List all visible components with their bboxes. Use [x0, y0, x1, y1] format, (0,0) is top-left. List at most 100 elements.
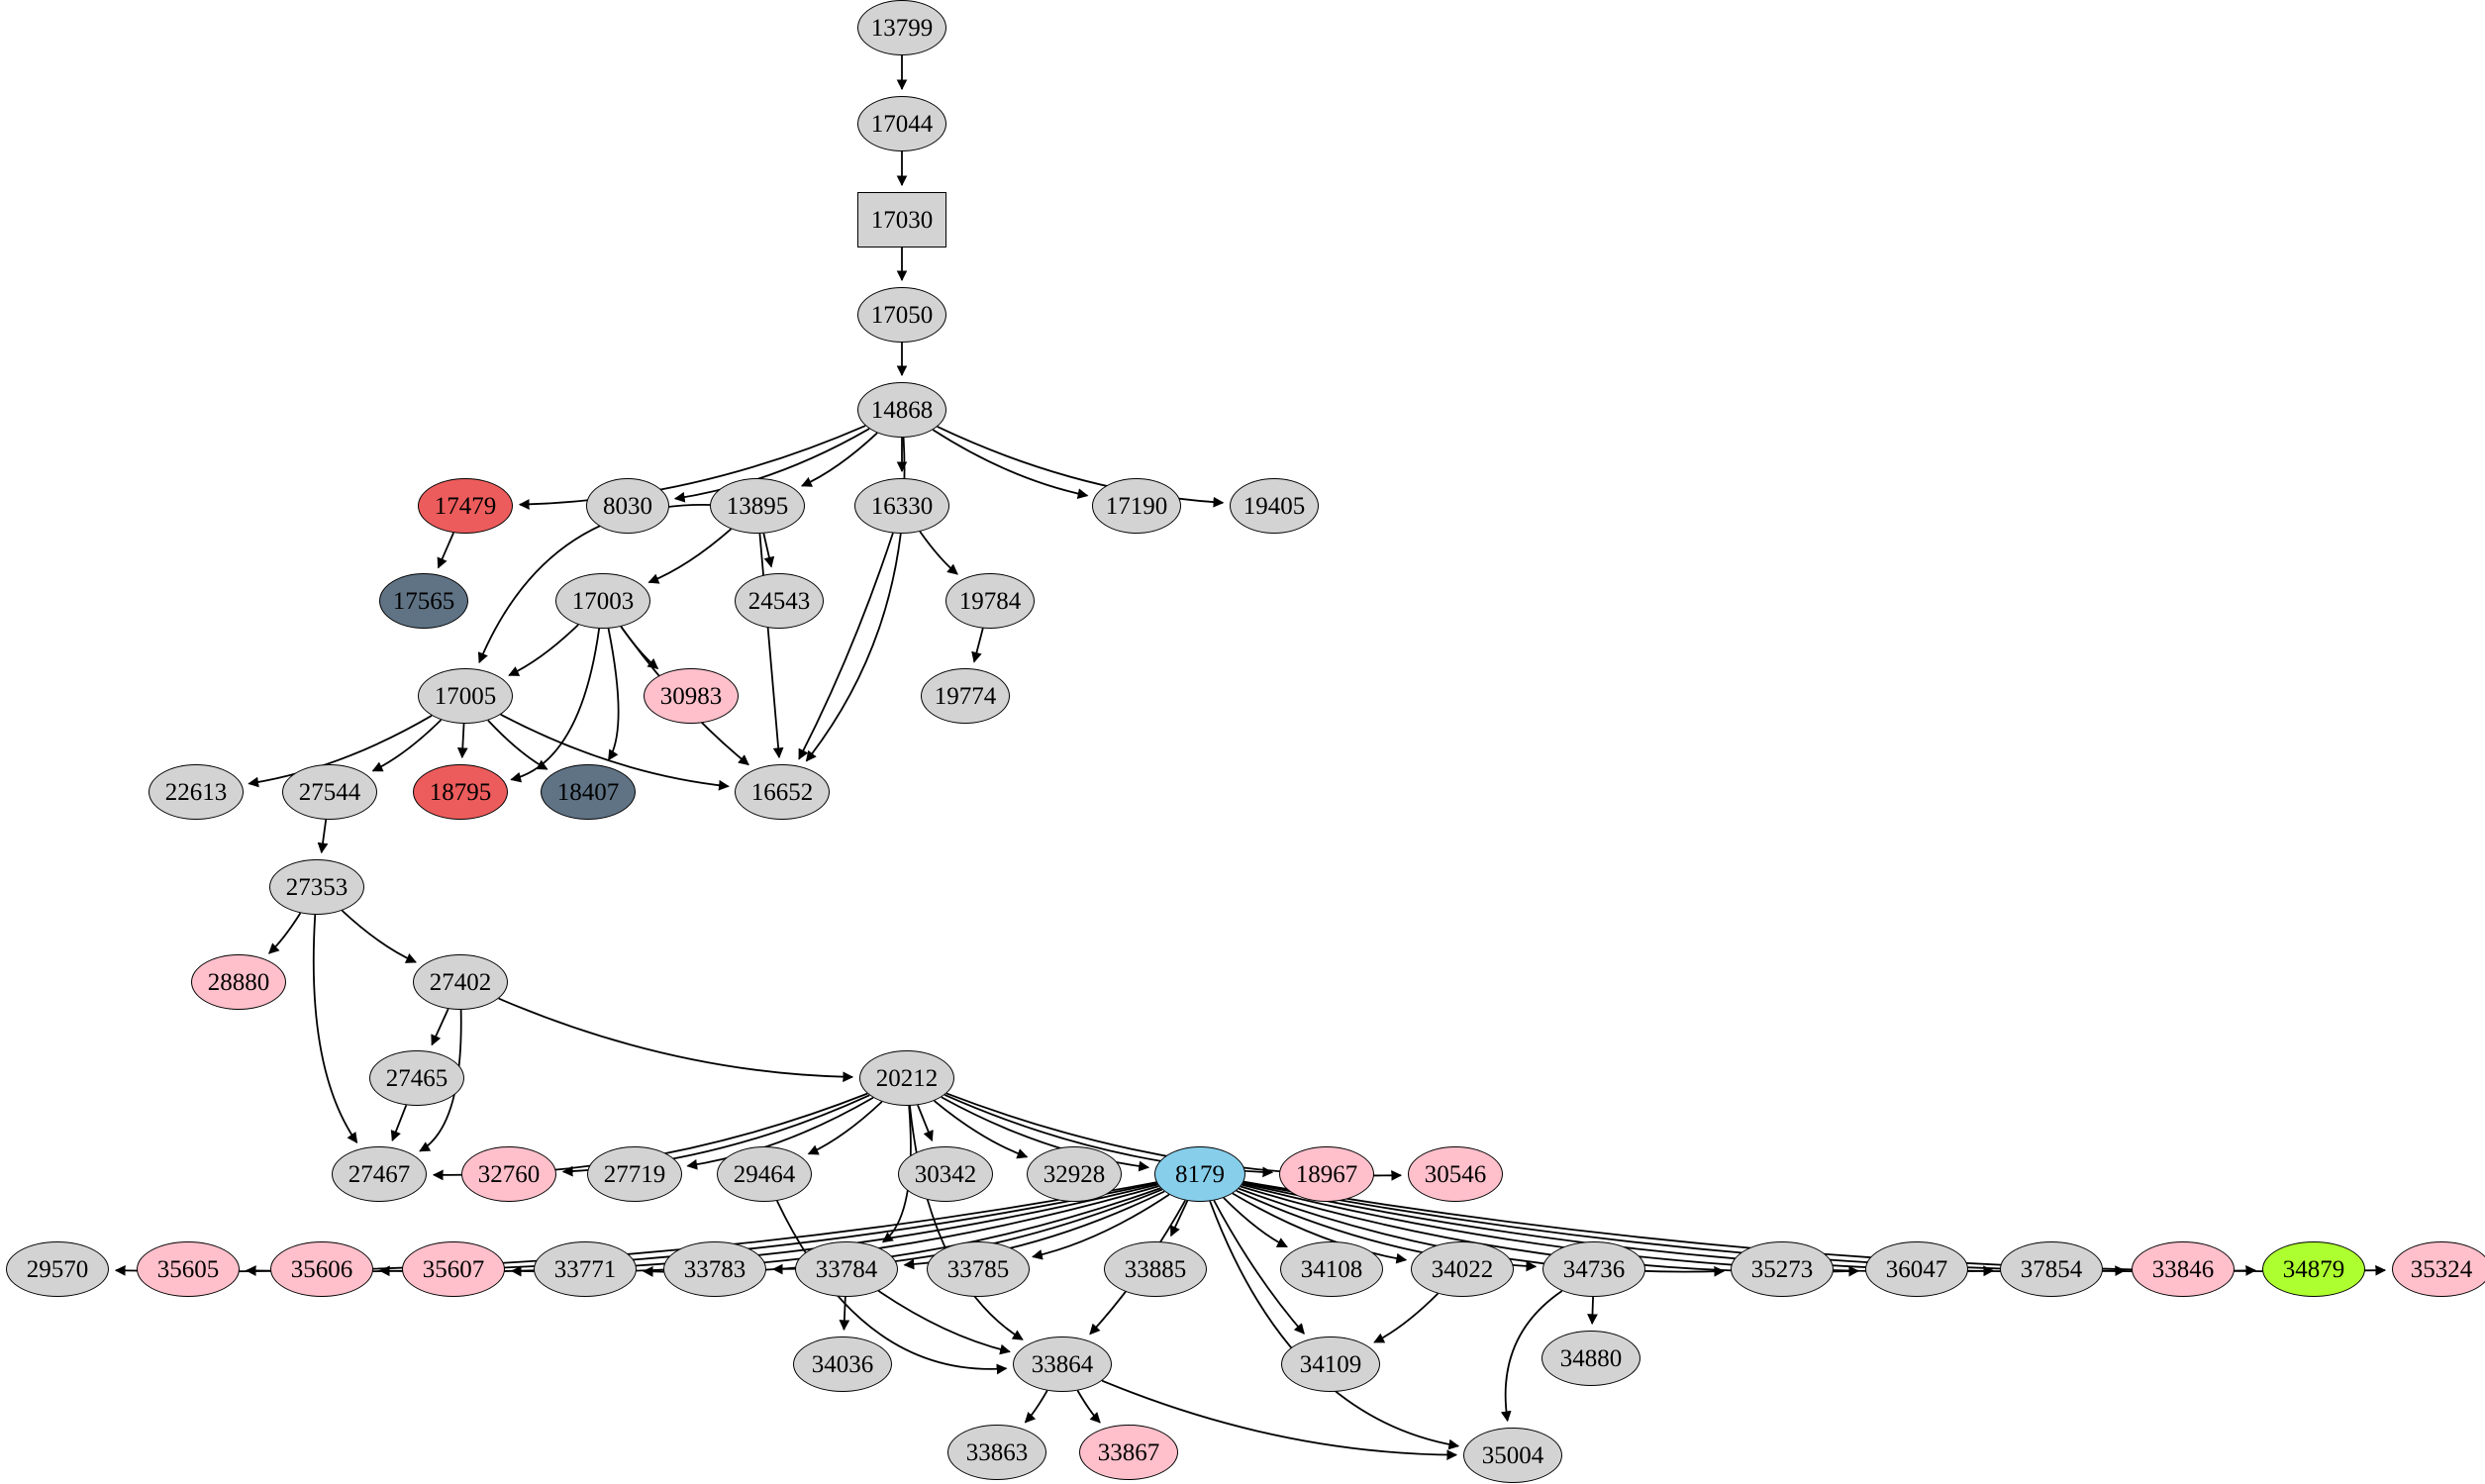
- graph-node-13799[interactable]: 13799: [857, 0, 946, 55]
- graph-node-17190[interactable]: 17190: [1092, 478, 1181, 534]
- graph-node-33784[interactable]: 33784: [795, 1241, 898, 1297]
- graph-node-17044[interactable]: 17044: [857, 96, 946, 151]
- graph-node-label: 27402: [429, 968, 492, 996]
- graph-node-label: 27544: [298, 778, 361, 806]
- graph-node-17050[interactable]: 17050: [857, 287, 946, 343]
- graph-node-33846[interactable]: 33846: [2132, 1241, 2235, 1297]
- graph-node-17565[interactable]: 17565: [379, 573, 468, 629]
- graph-node-label: 30546: [1424, 1160, 1487, 1188]
- graph-node-33785[interactable]: 33785: [927, 1241, 1030, 1297]
- graph-node-30983[interactable]: 30983: [644, 668, 739, 724]
- graph-node-label: 34108: [1300, 1255, 1363, 1283]
- graph-node-label: 8179: [1175, 1160, 1225, 1188]
- graph-edge-8179-34022: [1232, 1192, 1408, 1264]
- graph-node-34879[interactable]: 34879: [2262, 1241, 2365, 1297]
- graph-edge-27544-27353: [317, 819, 329, 854]
- graph-node-22613[interactable]: 22613: [149, 764, 244, 820]
- graph-node-label: 18407: [556, 778, 620, 806]
- graph-node-27719[interactable]: 27719: [587, 1146, 682, 1202]
- graph-node-33771[interactable]: 33771: [534, 1241, 637, 1297]
- graph-node-34036[interactable]: 34036: [793, 1336, 892, 1392]
- graph-node-16330[interactable]: 16330: [854, 478, 949, 534]
- graph-node-27402[interactable]: 27402: [413, 954, 508, 1010]
- graph-node-17003[interactable]: 17003: [555, 573, 650, 629]
- graph-node-33783[interactable]: 33783: [663, 1241, 766, 1297]
- graph-node-35273[interactable]: 35273: [1731, 1241, 1834, 1297]
- graph-node-35324[interactable]: 35324: [2392, 1241, 2485, 1297]
- graph-node-17479[interactable]: 17479: [418, 478, 513, 534]
- graph-node-18795[interactable]: 18795: [413, 764, 508, 820]
- graph-node-28880[interactable]: 28880: [191, 954, 286, 1010]
- graph-node-33885[interactable]: 33885: [1104, 1241, 1207, 1297]
- graph-edge-27402-20212: [498, 997, 854, 1083]
- graph-node-33864[interactable]: 33864: [1013, 1336, 1112, 1392]
- graph-node-29464[interactable]: 29464: [717, 1146, 812, 1202]
- graph-node-14868[interactable]: 14868: [857, 382, 946, 438]
- graph-node-label: 34022: [1431, 1255, 1494, 1283]
- graph-node-34022[interactable]: 34022: [1411, 1241, 1514, 1297]
- graph-node-35606[interactable]: 35606: [270, 1241, 373, 1297]
- graph-node-label: 34879: [2282, 1255, 2345, 1283]
- graph-node-30546[interactable]: 30546: [1408, 1146, 1503, 1202]
- graph-node-18967[interactable]: 18967: [1279, 1146, 1374, 1202]
- graph-node-34108[interactable]: 34108: [1280, 1241, 1383, 1297]
- graph-node-17005[interactable]: 17005: [418, 668, 513, 724]
- graph-node-20212[interactable]: 20212: [859, 1050, 954, 1106]
- graph-node-27467[interactable]: 27467: [332, 1146, 427, 1202]
- graph-node-35607[interactable]: 35607: [402, 1241, 505, 1297]
- graph-node-27353[interactable]: 27353: [269, 859, 364, 915]
- graph-edge-13895-17003: [647, 528, 733, 584]
- graph-node-label: 16652: [750, 778, 814, 806]
- graph-node-label: 17479: [434, 492, 497, 520]
- graph-node-19774[interactable]: 19774: [921, 668, 1010, 724]
- graph-node-label: 17005: [434, 682, 497, 710]
- graph-node-16652[interactable]: 16652: [735, 764, 830, 820]
- graph-node-24543[interactable]: 24543: [735, 573, 824, 629]
- graph-node-13895[interactable]: 13895: [710, 478, 805, 534]
- graph-node-27544[interactable]: 27544: [282, 764, 377, 820]
- graph-node-32928[interactable]: 32928: [1027, 1146, 1122, 1202]
- graph-node-29570[interactable]: 29570: [6, 1241, 109, 1297]
- graph-edge-33864-33863: [1024, 1390, 1048, 1424]
- graph-node-label: 17565: [392, 587, 455, 615]
- graph-node-34109[interactable]: 34109: [1281, 1336, 1380, 1392]
- graph-edge-13895-24543: [762, 533, 775, 568]
- graph-node-35605[interactable]: 35605: [137, 1241, 240, 1297]
- graph-node-label: 32928: [1043, 1160, 1106, 1188]
- graph-node-18407[interactable]: 18407: [541, 764, 636, 820]
- graph-node-34880[interactable]: 34880: [1541, 1331, 1640, 1386]
- graph-edge-27353-28880: [267, 912, 302, 954]
- graph-node-17030[interactable]: 17030: [857, 192, 946, 247]
- graph-edge-14868-8030: [673, 428, 870, 503]
- graph-node-27465[interactable]: 27465: [369, 1050, 464, 1106]
- graph-node-label: 18967: [1295, 1160, 1358, 1188]
- graph-node-label: 22613: [164, 778, 228, 806]
- graph-edge-8179-35004: [1209, 1200, 1460, 1450]
- graph-node-label: 33885: [1124, 1255, 1187, 1283]
- graph-edge-16330-19784: [919, 531, 958, 575]
- graph-edge-27402-27465: [431, 1008, 449, 1046]
- graph-node-33863[interactable]: 33863: [947, 1425, 1046, 1480]
- graph-node-label: 8030: [603, 492, 652, 520]
- graph-edge-34736-34880: [1587, 1296, 1598, 1326]
- graph-node-19405[interactable]: 19405: [1230, 478, 1319, 534]
- graph-node-19784[interactable]: 19784: [945, 573, 1035, 629]
- graph-node-33867[interactable]: 33867: [1079, 1425, 1178, 1480]
- graph-edge-27353-27467: [312, 914, 358, 1143]
- graph-node-label: 34109: [1299, 1350, 1362, 1378]
- graph-node-8179[interactable]: 8179: [1154, 1146, 1245, 1202]
- graph-node-label: 33783: [683, 1255, 746, 1283]
- graph-node-8030[interactable]: 8030: [586, 478, 669, 534]
- graph-edge-27402-27467: [419, 1009, 462, 1152]
- graph-node-30342[interactable]: 30342: [898, 1146, 993, 1202]
- graph-node-label: 33864: [1031, 1350, 1094, 1378]
- graph-node-32760[interactable]: 32760: [461, 1146, 556, 1202]
- graph-edge-14868-13895: [800, 432, 878, 487]
- graph-node-35004[interactable]: 35004: [1463, 1428, 1562, 1483]
- graph-node-37854[interactable]: 37854: [2000, 1241, 2103, 1297]
- graph-node-34736[interactable]: 34736: [1542, 1241, 1645, 1297]
- graph-node-label: 19405: [1242, 492, 1306, 520]
- graph-node-36047[interactable]: 36047: [1865, 1241, 1968, 1297]
- graph-node-label: 33863: [965, 1438, 1029, 1466]
